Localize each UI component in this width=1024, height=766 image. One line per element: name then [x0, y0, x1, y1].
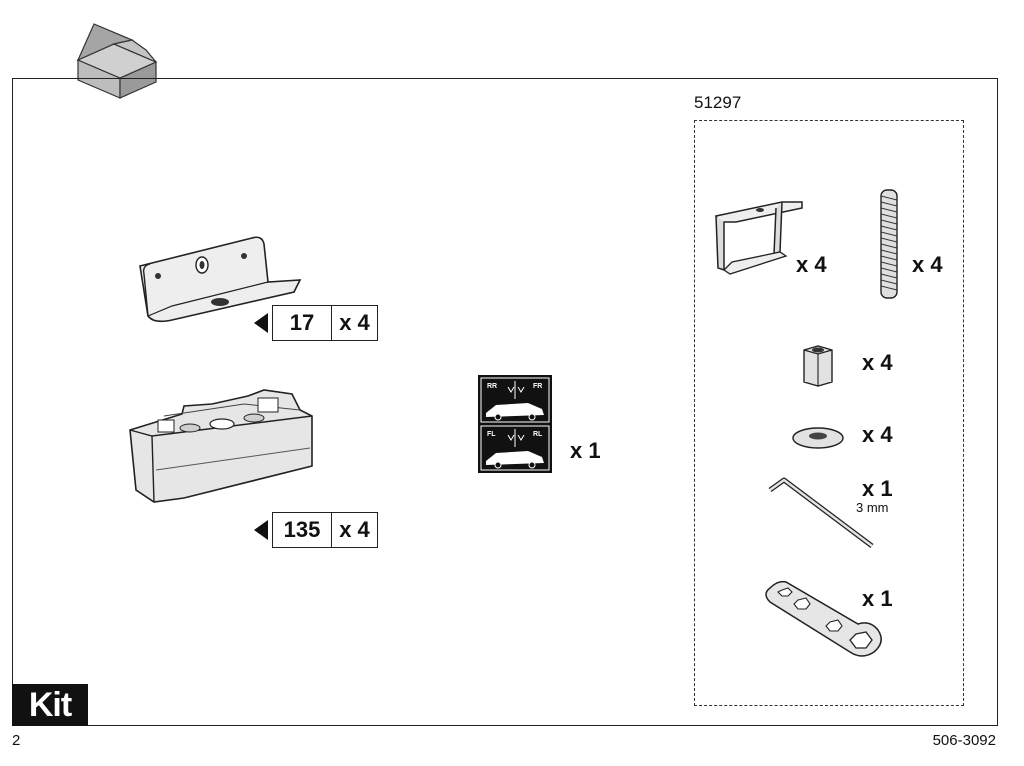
foot-pad-quantity: x 4: [332, 512, 378, 548]
wrench-quantity: x 1: [862, 586, 893, 611]
pointer-arrow-icon: [254, 313, 268, 333]
sticker-label-rl: RL: [533, 431, 543, 438]
allen-key-illustration: [768, 477, 874, 548]
threaded-rod-illustration: [880, 189, 898, 299]
bracket-ref-tag: 17 x 4: [254, 305, 378, 341]
position-stickers: RR FR FL RL: [478, 375, 552, 473]
kit-group-code: 51297: [694, 93, 742, 112]
sticker-label-rr: RR: [487, 383, 498, 390]
foot-pad-illustration: [129, 389, 313, 503]
document-code: 506-3092: [932, 732, 996, 749]
kit-section-label: Kit: [12, 684, 88, 726]
sticker-artwork: [480, 377, 550, 471]
allen-key-quantity: x 1: [862, 476, 893, 501]
allen-key-size: 3 mm: [856, 500, 889, 515]
u-clamp-illustration: [714, 201, 803, 275]
washer-quantity: x 4: [862, 422, 893, 447]
wrench-illustration: [765, 580, 882, 657]
page-number: 2: [12, 732, 21, 749]
bracket-ref-number: 17: [272, 305, 332, 341]
bracket-quantity: x 4: [332, 305, 378, 341]
foot-pad-ref-tag: 135 x 4: [254, 512, 378, 548]
page-frame: [12, 78, 998, 726]
washer-illustration: [792, 427, 844, 449]
hex-nut-quantity: x 4: [862, 350, 893, 375]
stickers-quantity: x 1: [570, 438, 601, 463]
pointer-arrow-icon: [254, 520, 268, 540]
foot-pad-ref-number: 135: [272, 512, 332, 548]
box-icon: [76, 23, 158, 99]
bracket-illustration: [139, 236, 302, 323]
threaded-rod-quantity: x 4: [912, 252, 943, 277]
hex-nut-illustration: [803, 345, 833, 387]
kit-group-box: [694, 120, 964, 706]
sticker-label-fr: FR: [533, 383, 543, 390]
u-clamp-quantity: x 4: [796, 252, 827, 277]
sticker-label-fl: FL: [487, 431, 496, 438]
